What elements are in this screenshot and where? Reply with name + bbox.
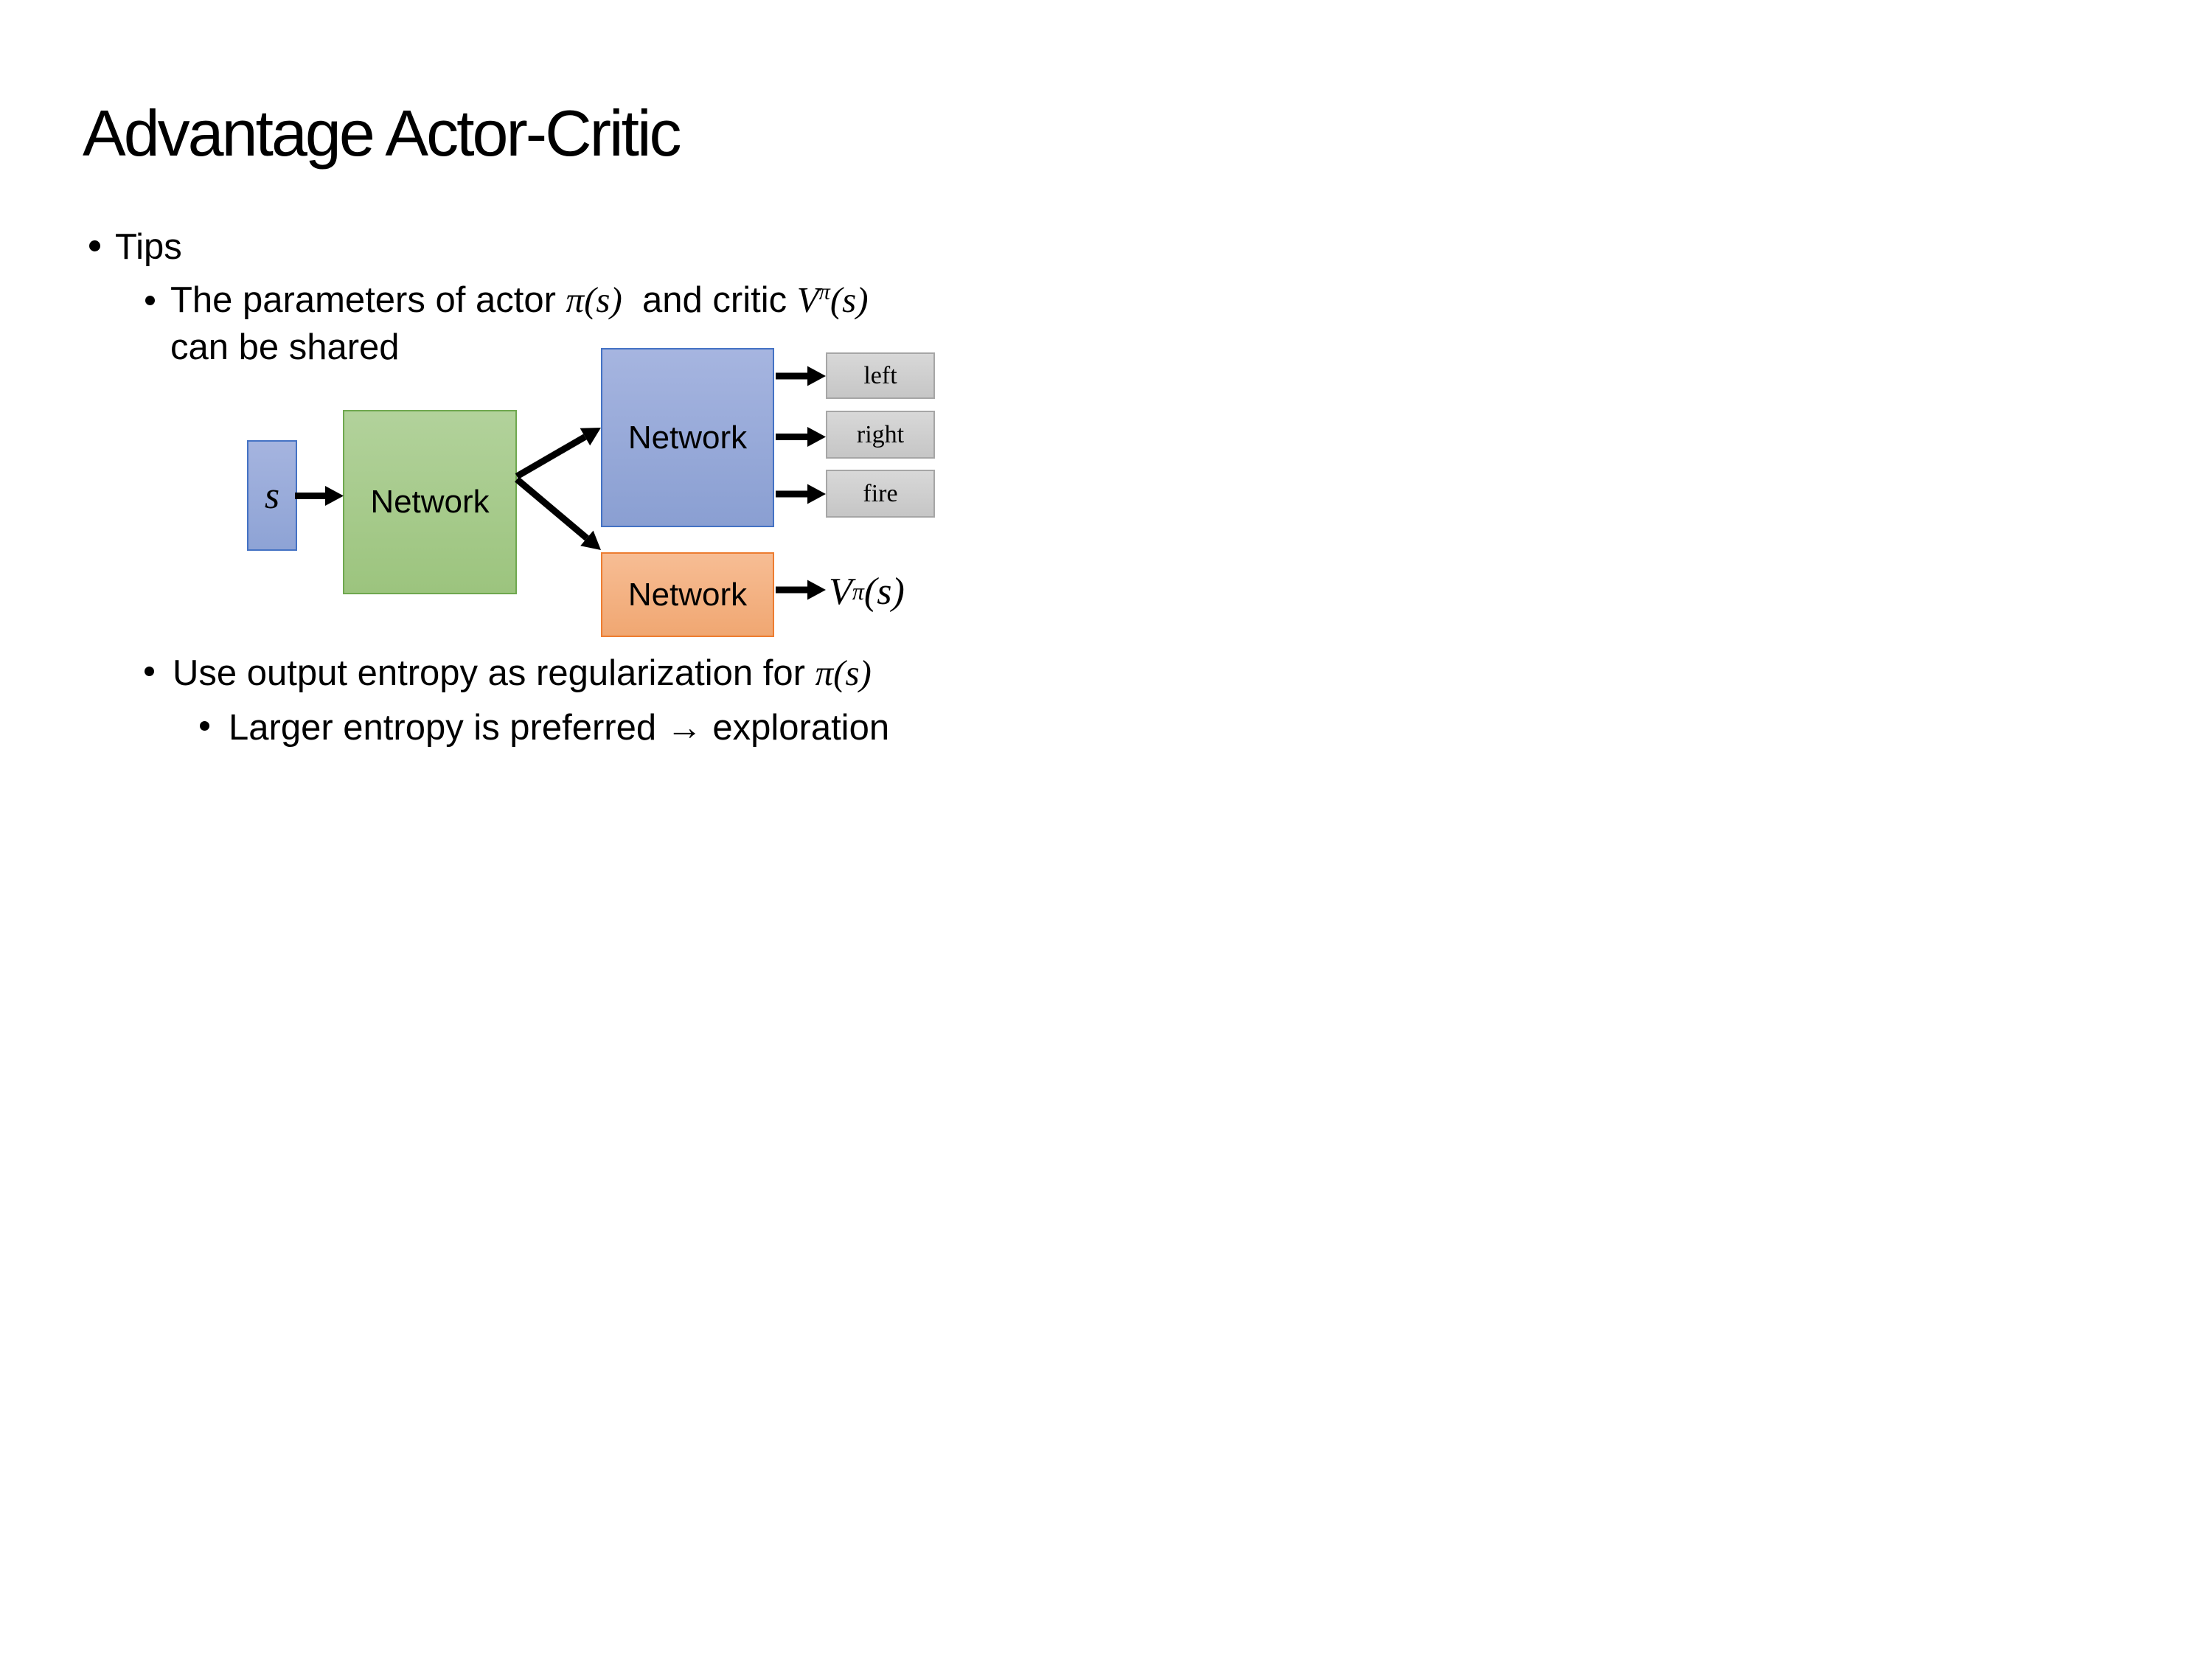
bullet-dot xyxy=(200,721,209,731)
state-label: s xyxy=(264,474,280,517)
slide: Advantage Actor-Critic Tips The paramete… xyxy=(0,0,1106,830)
value-args: (s) xyxy=(863,570,905,613)
shared-network-label: Network xyxy=(370,484,490,520)
action-label-right: right xyxy=(856,420,905,448)
bullet-dot xyxy=(89,240,100,251)
arrow-actor-to-left xyxy=(776,366,826,386)
action-label-fire: fire xyxy=(863,479,898,507)
state-input-box: s xyxy=(247,440,297,551)
bullet-dot xyxy=(145,667,154,676)
arrow-shared-to-actor xyxy=(515,428,601,479)
actor-network-label: Network xyxy=(627,419,748,456)
critic-network-box: Network xyxy=(601,552,774,637)
shared-network-box: Network xyxy=(343,410,517,594)
actor-network-box: Network xyxy=(601,348,774,527)
bullet-exploration: Larger entropy is preferred → exploratio… xyxy=(229,708,890,748)
critic-network-label: Network xyxy=(627,576,748,613)
arrow-actor-to-fire xyxy=(776,484,826,504)
math-pi-s: π(s) xyxy=(815,653,872,693)
math-v-sup: π xyxy=(818,279,830,305)
math-pi-s: π(s) xyxy=(566,279,622,320)
value-base: V xyxy=(829,570,852,613)
bullet-parameters-line2: can be shared xyxy=(170,327,400,367)
arrow-critic-to-value xyxy=(776,580,826,600)
bullet-entropy: Use output entropy as regularization for… xyxy=(173,650,872,696)
action-box-left: left xyxy=(826,352,935,399)
action-box-fire: fire xyxy=(826,470,935,518)
math-v-base: V xyxy=(796,279,819,320)
arrow-shared-to-critic xyxy=(515,476,601,550)
bullet-parameters-line1: The parameters of actor π(s) and critic … xyxy=(170,277,869,323)
text-segment: and critic xyxy=(622,280,797,320)
bullet-dot xyxy=(145,296,155,305)
action-box-right: right xyxy=(826,411,935,459)
arrow-state-to-shared xyxy=(295,486,344,506)
text-segment: Use output entropy as regularization for xyxy=(173,653,815,693)
action-label-left: left xyxy=(863,361,897,389)
page-title: Advantage Actor-Critic xyxy=(83,97,681,170)
text-segment: The parameters of actor xyxy=(170,280,566,320)
arrow-actor-to-right xyxy=(776,427,826,447)
math-v-args: (s) xyxy=(830,279,869,320)
bullet-tips: Tips xyxy=(115,227,182,267)
